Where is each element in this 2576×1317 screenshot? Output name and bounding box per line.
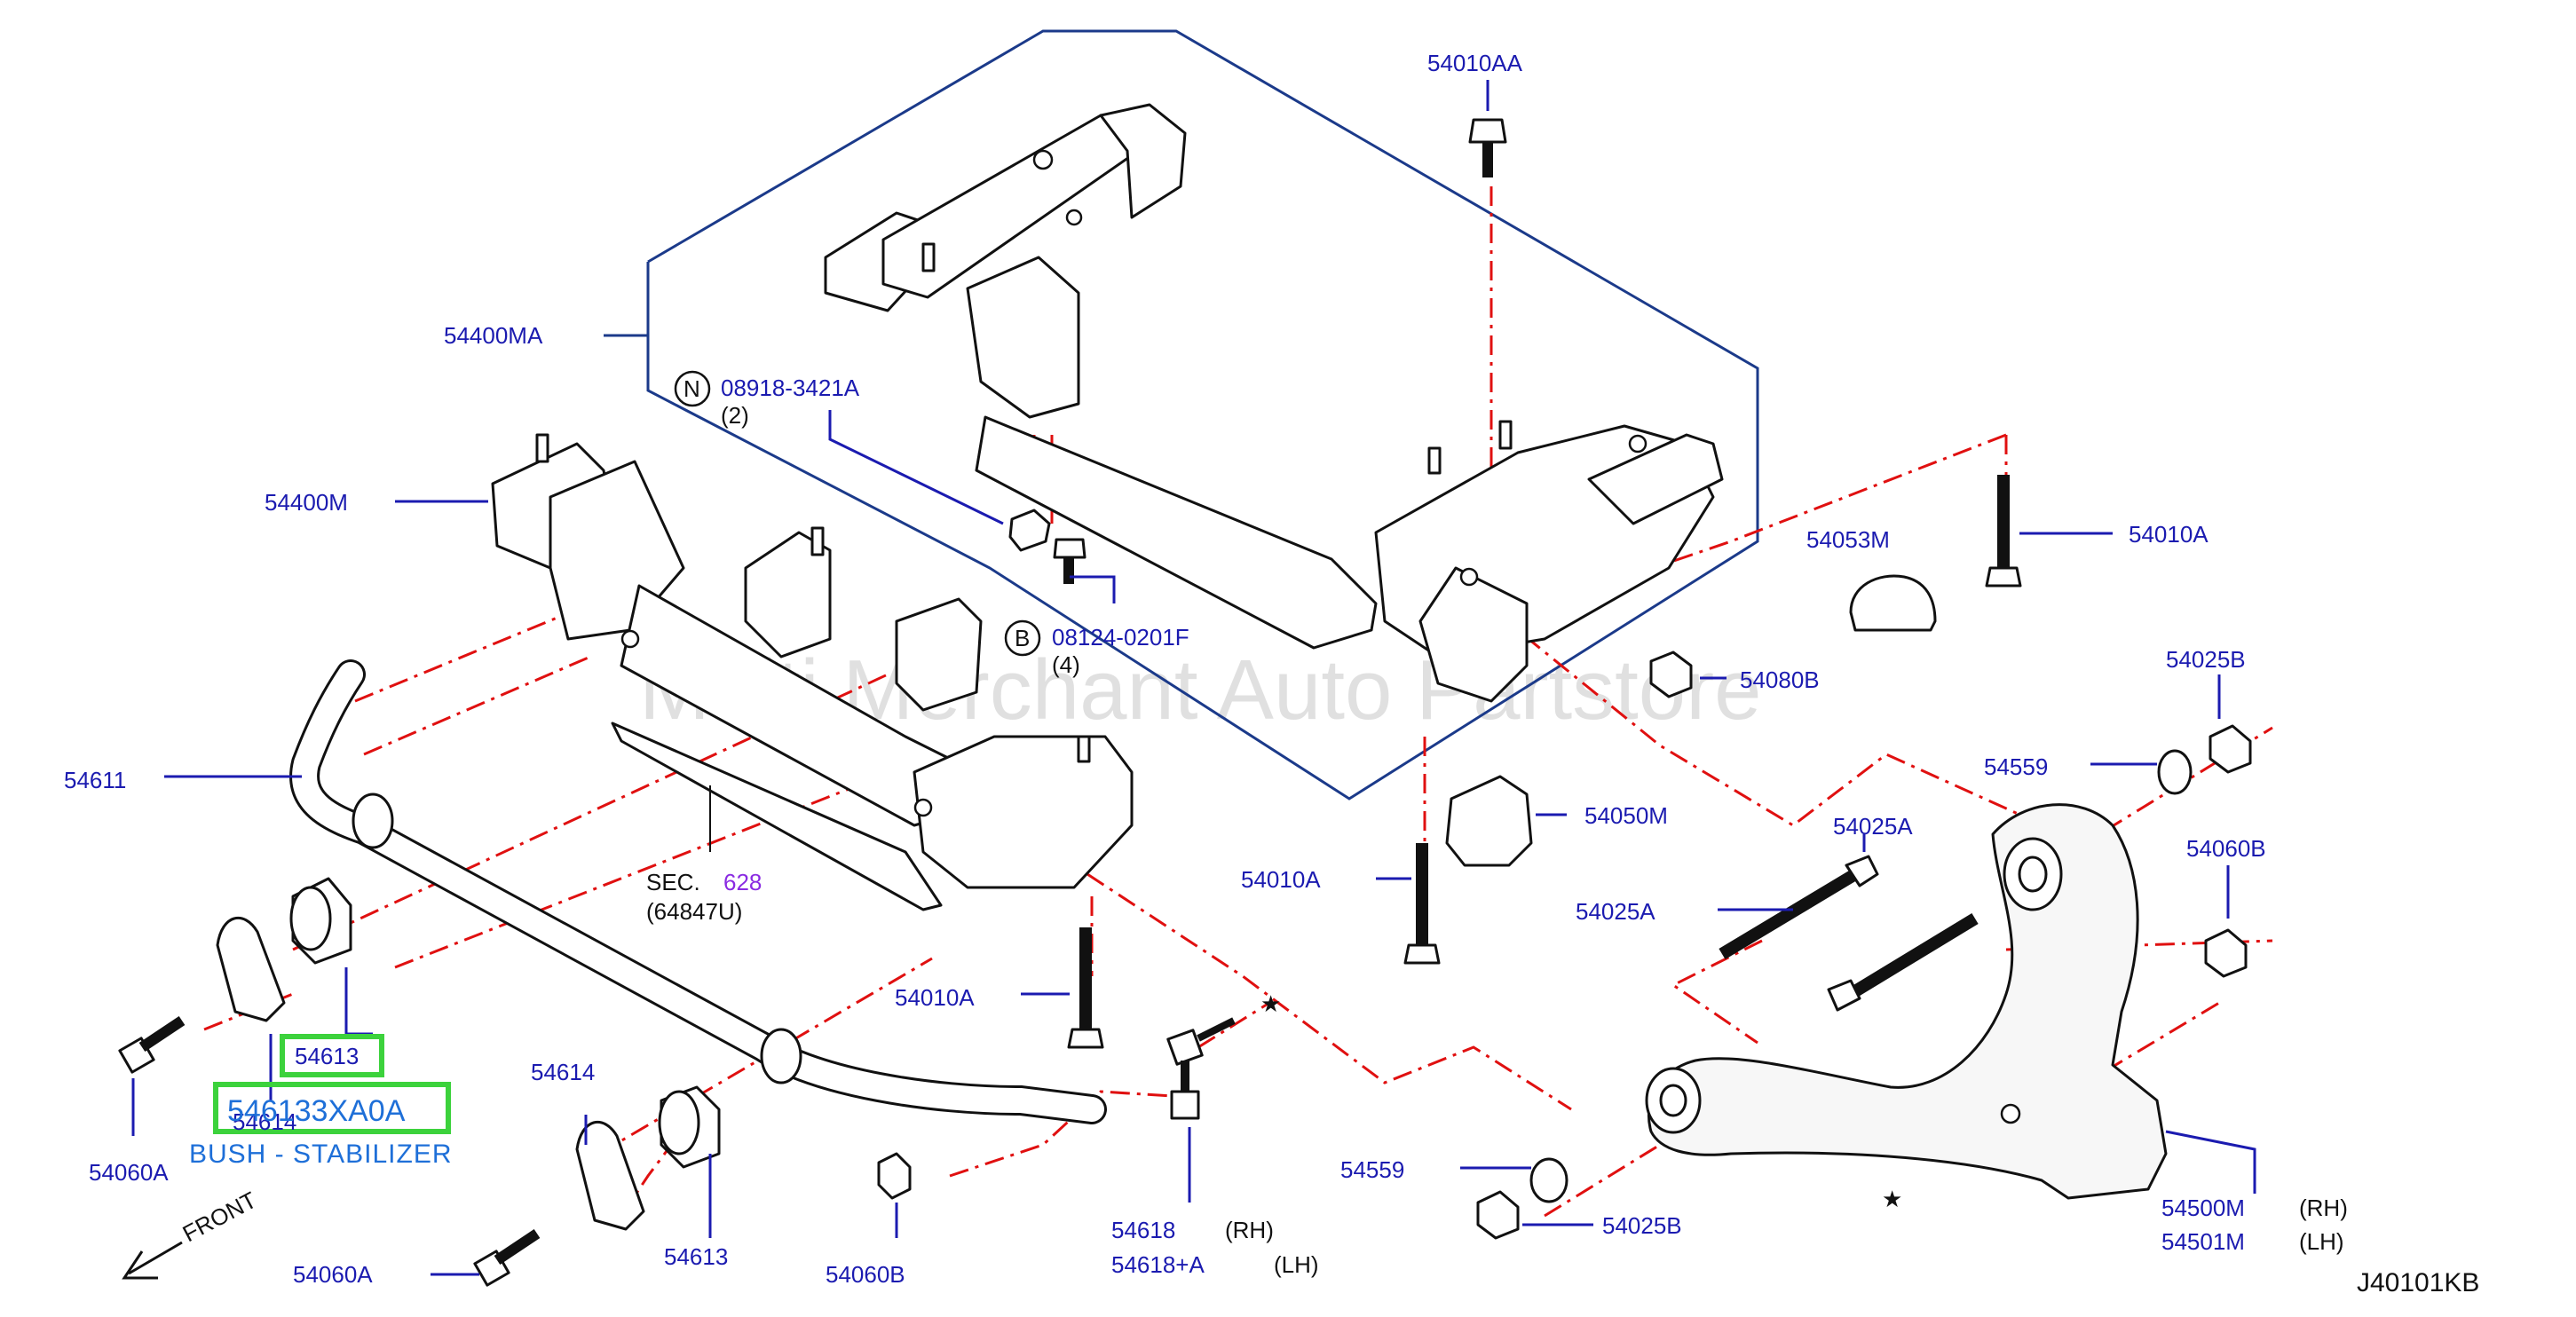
b-symbol: B xyxy=(1015,625,1030,651)
callout-08124-0201F: 08124-0201F xyxy=(1052,624,1189,651)
overlapped-label-54614: 54614 xyxy=(233,1108,296,1135)
callout-54611: 54611 xyxy=(64,767,126,793)
bolt-54060A-right xyxy=(473,1229,541,1287)
sec-label: SEC. xyxy=(646,869,700,895)
callout-54010A-low: 54010A xyxy=(895,984,975,1011)
callout-54060B-low: 54060B xyxy=(826,1261,905,1288)
nut-08918-3421A xyxy=(1008,509,1051,552)
highlight-box-54613 xyxy=(280,1034,384,1077)
star-marker-lower: ★ xyxy=(1882,1186,1902,1212)
lower-control-arm xyxy=(1645,803,2168,1200)
callout-54010A-mid: 54010A xyxy=(1241,866,1321,893)
front-label: FRONT xyxy=(178,1187,261,1248)
callout-54500M-rh: (RH) xyxy=(2299,1195,2348,1221)
callout-54614: 54614 xyxy=(531,1059,595,1085)
callout-54500M: 54500M xyxy=(2161,1195,2245,1221)
callout-54080B: 54080B xyxy=(1740,666,1820,693)
callout-54559-bottom: 54559 xyxy=(1340,1156,1404,1183)
callout-54053M: 54053M xyxy=(1806,526,1890,553)
stabilizer-bracket-right xyxy=(575,1120,645,1231)
callout-54010AA: 54010AA xyxy=(1427,50,1523,76)
callout-54025B-bottom: 54025B xyxy=(1602,1212,1682,1239)
n-symbol: N xyxy=(684,375,700,402)
callout-54025B-top: 54025B xyxy=(2166,646,2246,673)
bolt-54025A-2 xyxy=(1827,913,1979,1012)
n-symbol-circle xyxy=(674,370,711,407)
highlight-box-part-number xyxy=(213,1082,451,1134)
nut-54060B-low xyxy=(877,1152,912,1200)
stabilizer-bushing-right xyxy=(658,1085,721,1169)
stabilizer-link xyxy=(1166,1017,1236,1120)
callout-54025A-lower: 54025A xyxy=(1576,898,1655,925)
callout-54400M: 54400M xyxy=(265,489,348,516)
diagram-code: J40101KB xyxy=(2357,1268,2479,1297)
bolt-54010A-right xyxy=(1985,475,2022,588)
sec-subcode: (64847U) xyxy=(646,898,742,925)
stabilizer-bar xyxy=(289,659,1107,1124)
bolt-54010AA xyxy=(1468,118,1507,177)
washer-54559-top xyxy=(2157,749,2193,795)
qty-08124: (4) xyxy=(1052,651,1080,678)
washer-54559-bot xyxy=(1529,1157,1569,1203)
callout-08918-3421A: 08918-3421A xyxy=(721,375,860,401)
bolt-54060A-left xyxy=(118,1016,186,1074)
callout-54618A: 54618+A xyxy=(1111,1251,1205,1278)
stabilizer-bushing-left xyxy=(289,877,352,965)
callout-54501M-lh: (LH) xyxy=(2299,1228,2344,1255)
callout-54060A-low: 54060A xyxy=(293,1261,373,1288)
callout-54060B-right: 54060B xyxy=(2186,835,2266,862)
leader-lines xyxy=(131,80,2256,1276)
nut-54080B xyxy=(1649,651,1693,698)
callout-54618-rh: (RH) xyxy=(1225,1217,1274,1243)
front-arrow xyxy=(122,1241,183,1280)
qty-08918: (2) xyxy=(721,402,749,429)
callout-54613-boxed: 54613 xyxy=(295,1043,359,1069)
sec-number: 628 xyxy=(723,869,762,895)
callout-54010A-right: 54010A xyxy=(2129,521,2209,548)
nut-54025B-bot xyxy=(1476,1190,1520,1240)
b-symbol-circle xyxy=(1004,619,1041,657)
subframe-assembly-upper xyxy=(824,103,1724,703)
callout-54050M: 54050M xyxy=(1584,802,1668,829)
stopper-54053M xyxy=(1849,574,1937,632)
callout-labels: 54010AA 54400MA N 08918-3421A (2) 54400M… xyxy=(64,50,2348,1288)
callout-54613-low: 54613 xyxy=(664,1243,728,1270)
bolt-54010A-mid xyxy=(1403,843,1441,965)
bolt-54010A-low xyxy=(1067,927,1104,1049)
subassembly-outline xyxy=(646,29,1759,800)
highlighted-part-description: BUSH - STABILIZER xyxy=(189,1140,453,1169)
nut-54025B-top xyxy=(2209,724,2252,774)
callout-54501M: 54501M xyxy=(2161,1228,2245,1255)
callout-54400MA: 54400MA xyxy=(444,322,543,349)
bolt-54025A-1 xyxy=(1719,855,1879,960)
nut-54060B-right xyxy=(2204,928,2248,978)
subframe-assembly-lower xyxy=(491,433,1134,911)
star-marker-upper: ★ xyxy=(1260,990,1281,1017)
callout-54025A-upper: 54025A xyxy=(1833,813,1913,840)
highlighted-part-number: 546133XA0A xyxy=(227,1094,406,1128)
callout-54060A-left: 54060A xyxy=(89,1159,169,1186)
mount-54050M xyxy=(1445,775,1533,867)
stabilizer-bracket-left xyxy=(216,916,286,1022)
callout-54618A-lh: (LH) xyxy=(1274,1251,1319,1278)
callout-54559-top: 54559 xyxy=(1984,753,2048,780)
callout-54618: 54618 xyxy=(1111,1217,1175,1243)
